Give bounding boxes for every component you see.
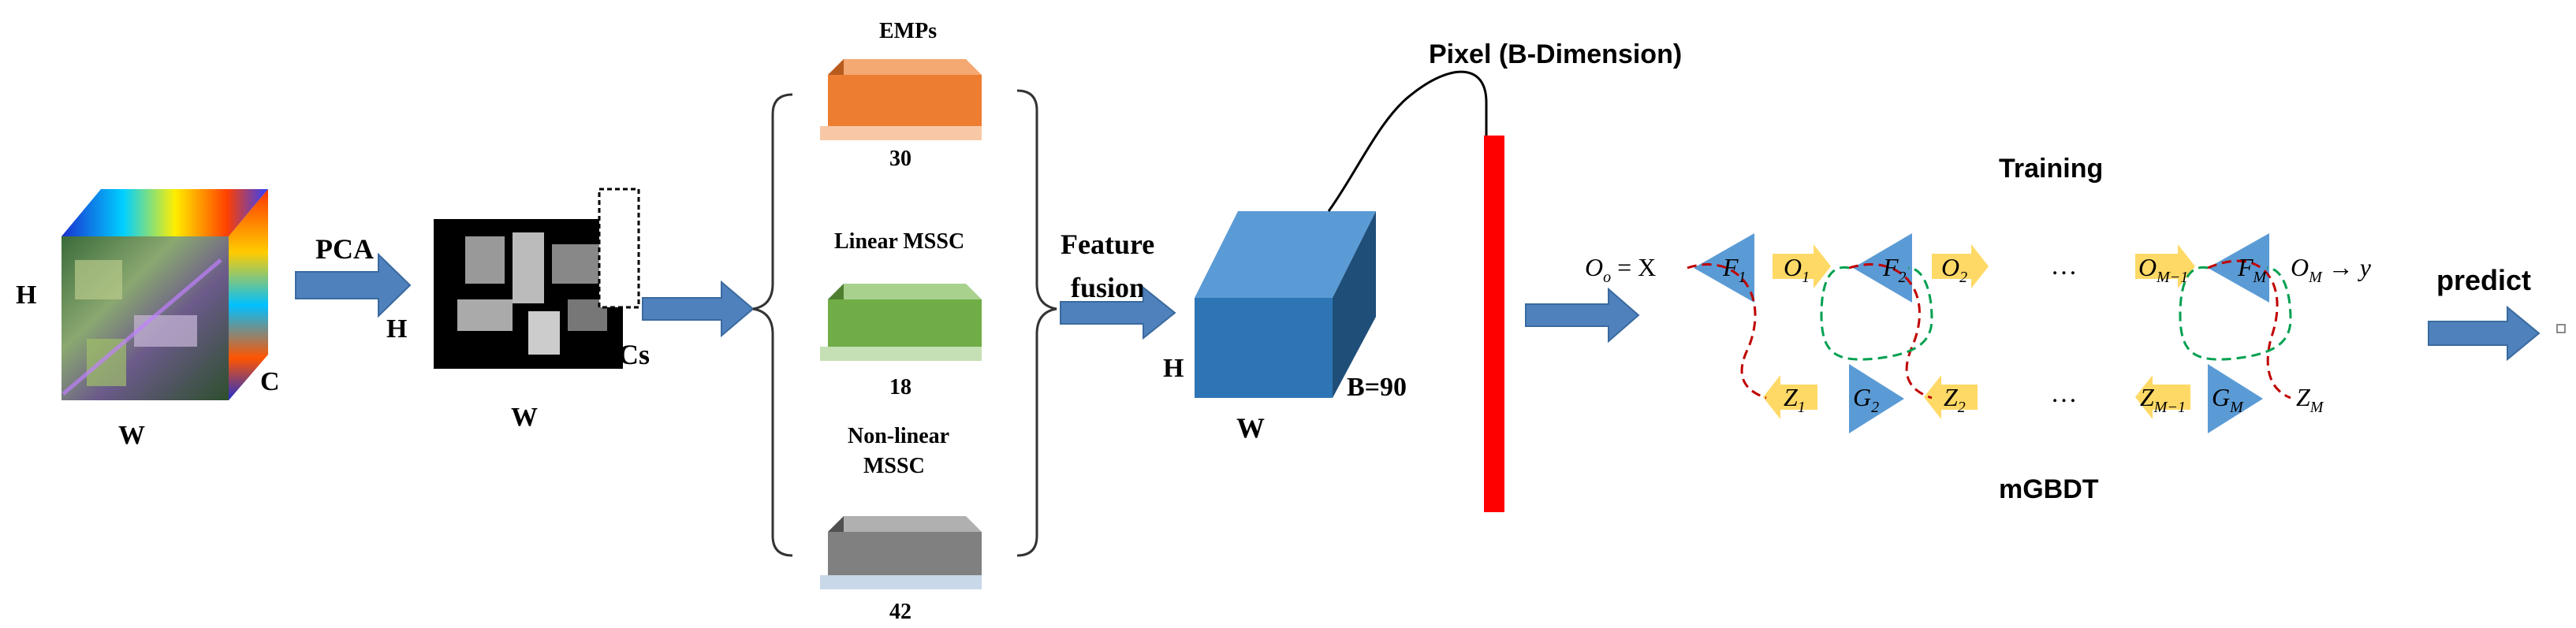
z1-arrow [1763,375,1817,419]
gm-label: GM [2212,383,2244,416]
pixel-label: Pixel (B-Dimension) [1429,39,1682,69]
emp-title: EMPs [879,19,937,43]
pca-height-label: H [386,314,407,344]
hyperspectral-cube-top [62,189,268,236]
g2-triangle [1849,364,1904,433]
fused-cube-front [1195,298,1333,398]
pca-image [434,188,640,369]
zm-label: ZM [2296,383,2324,416]
o0-label: Oo = X [1585,253,1656,286]
zm1-arrow [2135,375,2190,419]
mgbdt-label: mGBDT [1999,474,2099,504]
o2-arrow [1932,244,1989,288]
hyperspectral-cube-side [229,189,268,400]
top-ellipsis: … [2052,251,2076,281]
fm-label: FM [2237,253,2268,286]
pixel-connector-curve [1327,70,1488,212]
linear-title: Linear MSSC [834,229,964,254]
pca-label: PCA [315,233,374,265]
emp-block [820,59,982,140]
pcs-label: PCs [601,339,650,370]
forward-dash-1 [1687,263,1767,399]
training-label: Training [1999,154,2103,184]
nonlinear-title-line1: Non-linear [848,424,949,448]
forward-dash-2 [1848,263,1933,399]
cube-channel-label: C [260,367,280,396]
nonlinear-block [820,516,982,589]
predict-label: predict [2436,264,2531,296]
pixel-bar [1484,136,1504,512]
fused-depth-label: B=90 [1347,373,1407,402]
backward-dash-m [2179,266,2292,361]
mgbdt-input-arrow [1525,287,1640,344]
om1-arrow [2135,244,2195,288]
bottom-ellipsis: … [2052,379,2076,408]
fused-height-label: H [1163,354,1184,383]
pca-arrow [295,252,412,318]
z2-arrow [1924,375,1978,419]
g2-label: G2 [1853,383,1879,416]
o1-arrow [1773,244,1831,288]
linear-block [820,284,982,361]
om-label: OM → y [2291,253,2372,286]
fusion-line1: Feature [1061,229,1154,260]
fm-triangle [2208,233,2269,303]
cube-width-label: W [118,421,145,450]
output-marker [2556,324,2566,333]
fusion-line2: fusion [1071,272,1145,303]
om1-label: OM−1 [2138,253,2188,286]
fused-cube [1195,211,1376,398]
gm-triangle [2208,364,2263,433]
fusion-arrow [1060,285,1176,340]
o2-label: O2 [1941,253,1967,286]
cube-height-label: H [16,281,36,310]
predict-arrow [2428,305,2541,362]
fused-cube-top [1195,211,1376,298]
nonlinear-title-line2: MSSC [863,454,925,478]
f2-triangle [1853,233,1912,303]
hyperspectral-cube [62,189,268,400]
left-brace [752,93,793,557]
fused-cube-side [1333,211,1376,398]
linear-value: 18 [889,375,911,399]
zm1-label: ZM−1 [2140,383,2186,416]
f2-label: F2 [1882,253,1907,286]
pca-width-label: W [511,403,538,432]
nonlinear-value: 42 [889,600,911,624]
emp-value: 30 [889,147,911,171]
z2-label: Z2 [1944,383,1966,416]
backward-dash-1 [1820,266,1933,361]
right-brace [1016,89,1057,557]
fused-width-label: W [1236,412,1265,444]
f1-label: F1 [1722,253,1747,286]
z1-label: Z1 [1784,383,1806,416]
forward-dash-m [2207,259,2291,399]
features-arrow [642,280,755,338]
o1-label: O1 [1784,253,1810,286]
